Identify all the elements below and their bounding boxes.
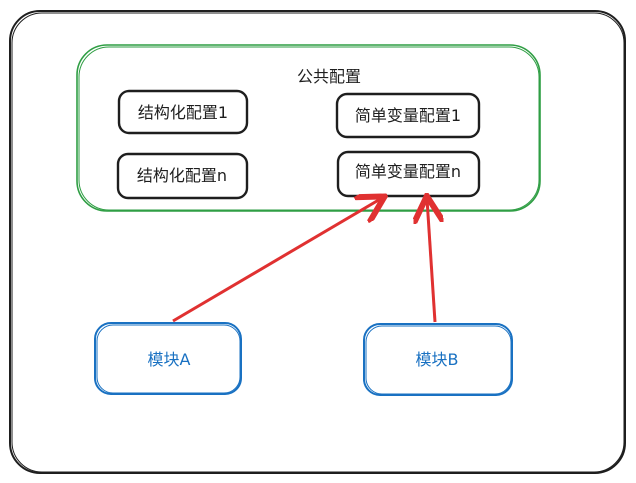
- simple-config-1-box[interactable]: 简单变量配置1: [335, 92, 481, 139]
- common-config-title: 公共配置: [297, 67, 361, 86]
- module-a-label: 模块A: [148, 350, 191, 369]
- module-b-label: 模块B: [416, 350, 459, 369]
- outer-frame: [9, 10, 626, 474]
- arrow-module-a-to-simple-config-n: [172, 198, 382, 323]
- common-config-group: 公共配置: [76, 44, 541, 212]
- structured-config-1-label: 结构化配置1: [138, 103, 228, 122]
- simple-config-1-label: 简单变量配置1: [355, 106, 461, 125]
- module-a-box[interactable]: 模块A: [94, 322, 242, 395]
- structured-config-1-box[interactable]: 结构化配置1: [117, 89, 249, 135]
- arrow-module-b-to-simple-config-n: [427, 199, 435, 323]
- structured-config-n-box[interactable]: 结构化配置n: [116, 152, 249, 200]
- simple-config-n-label: 简单变量配置n: [355, 162, 461, 181]
- structured-config-n-label: 结构化配置n: [137, 166, 227, 185]
- module-b-box[interactable]: 模块B: [363, 323, 513, 396]
- simple-config-n-box[interactable]: 简单变量配置n: [336, 150, 481, 198]
